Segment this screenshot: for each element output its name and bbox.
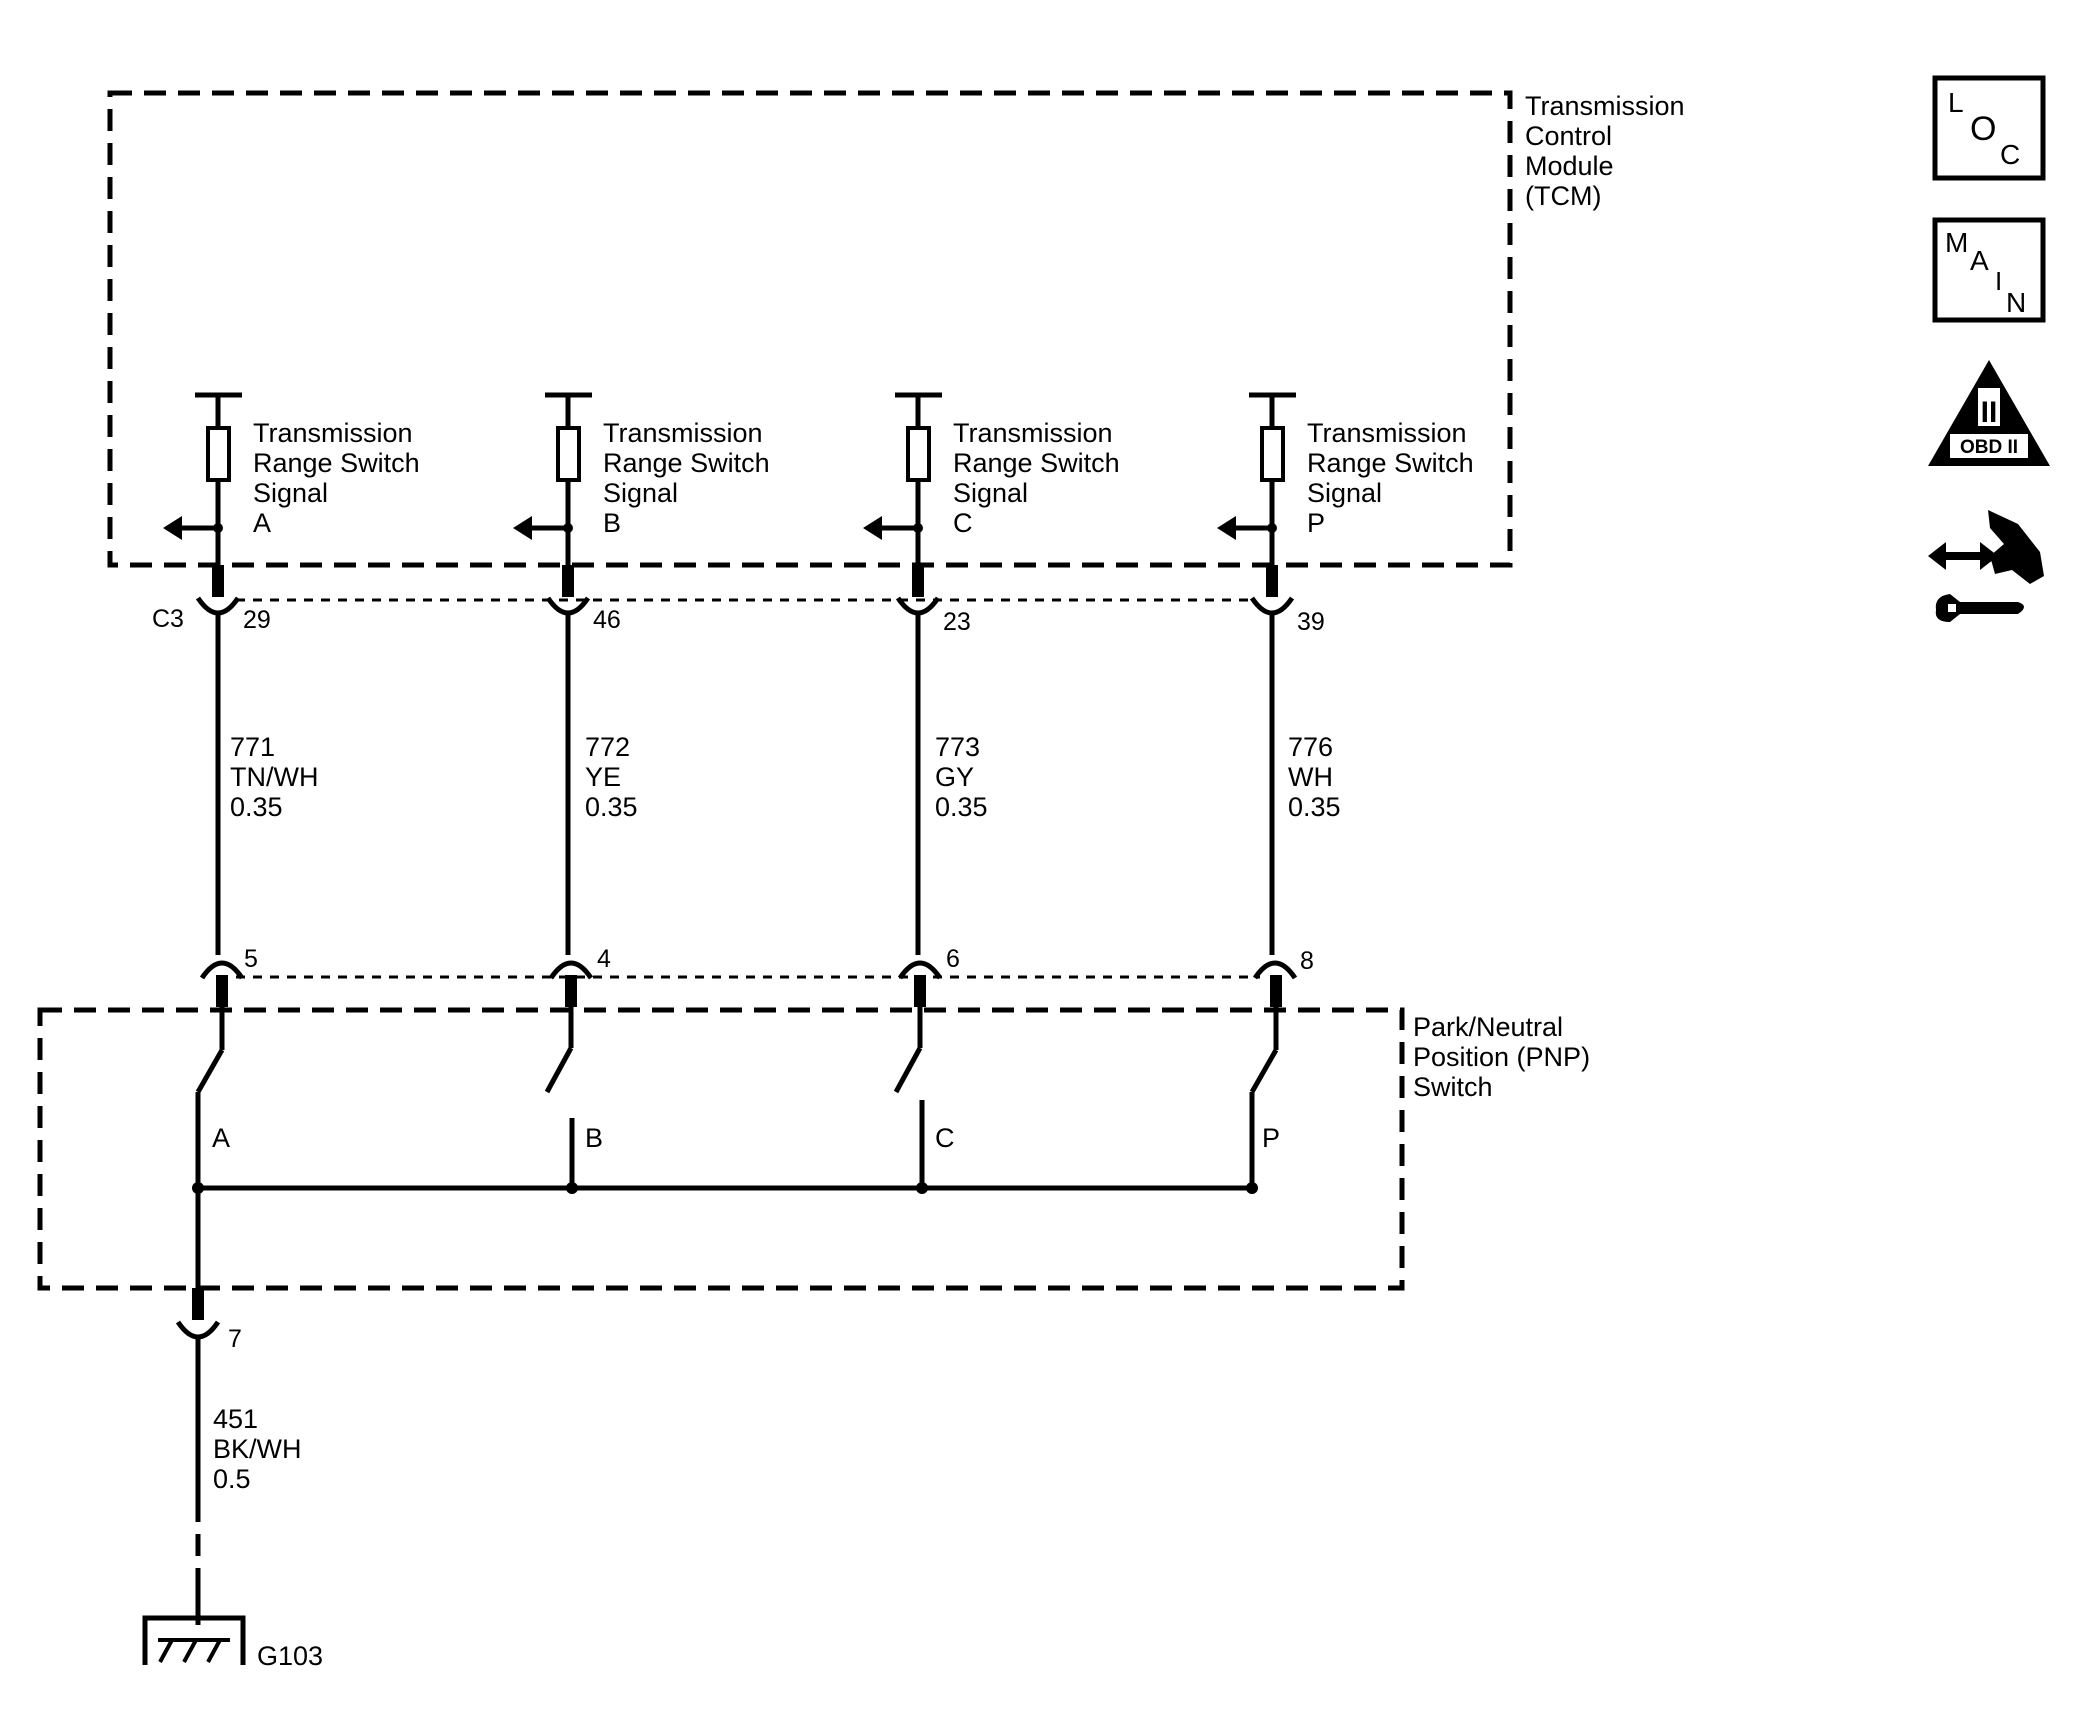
svg-text:M: M: [1945, 227, 1968, 258]
wire-label-c: 773 GY 0.35: [935, 732, 988, 822]
wire-label-a: 771 TN/WH 0.35: [230, 732, 326, 822]
tcm-pin-a: 29: [243, 606, 271, 634]
svg-text:OBD II: OBD II: [1960, 437, 2018, 458]
diagnostic-tool-icon[interactable]: [1928, 510, 2044, 622]
switch-label-a: A: [212, 1123, 230, 1153]
signal-label-c: Transmission Range Switch Signal C: [953, 418, 1127, 538]
tcm-pin-p: 39: [1297, 608, 1325, 636]
switch-label-c: C: [935, 1123, 955, 1153]
svg-text:L: L: [1948, 87, 1964, 118]
tcm-pin-c: 23: [943, 608, 971, 636]
pnp-pin-c: 6: [946, 945, 960, 973]
svg-text:N: N: [2006, 287, 2026, 318]
obd-ii-icon[interactable]: II OBD II: [1928, 360, 2050, 466]
svg-text:O: O: [1970, 110, 1996, 148]
ground-branch: [175, 1188, 221, 1625]
signal-channel-p: [1217, 392, 1298, 1194]
switch-label-b: B: [585, 1123, 603, 1153]
signal-label-b: Transmission Range Switch Signal B: [603, 418, 777, 538]
pnp-box: [37, 1007, 1405, 1291]
pnp-pin-a: 5: [244, 945, 258, 973]
tcm-pin-b: 46: [593, 606, 621, 634]
tcm-connector-label: C3: [152, 605, 184, 633]
signal-label-p: Transmission Range Switch Signal P: [1307, 418, 1481, 538]
ground-wire-label: 451 BK/WH 0.5: [213, 1404, 309, 1494]
pnp-ground-pin: 7: [228, 1325, 242, 1353]
tcm-title: Transmission Control Module (TCM): [1525, 91, 1692, 211]
svg-text:I: I: [1995, 266, 2002, 296]
signal-channel-b: [513, 392, 594, 1194]
wire-label-p: 776 WH 0.35: [1288, 732, 1341, 822]
svg-text:C: C: [2000, 139, 2020, 170]
svg-text:II: II: [1981, 396, 1998, 429]
ground-icon: [142, 1615, 246, 1665]
loc-icon[interactable]: L O C: [1932, 75, 2046, 181]
pnp-pin-b: 4: [597, 945, 611, 973]
main-icon[interactable]: M A I N: [1932, 217, 2046, 323]
switch-label-p: P: [1262, 1123, 1280, 1153]
signal-channel-a: [163, 392, 245, 1194]
pnp-pin-p: 8: [1300, 947, 1314, 975]
tcm-box: [107, 90, 1513, 568]
signal-channel-c: [863, 392, 943, 1194]
pnp-title: Park/Neutral Position (PNP) Switch: [1413, 1012, 1598, 1102]
svg-text:A: A: [1970, 245, 1989, 276]
signal-label-a: Transmission Range Switch Signal A: [253, 418, 427, 538]
ground-label: G103: [257, 1641, 323, 1671]
wire-label-b: 772 YE 0.35: [585, 732, 638, 822]
